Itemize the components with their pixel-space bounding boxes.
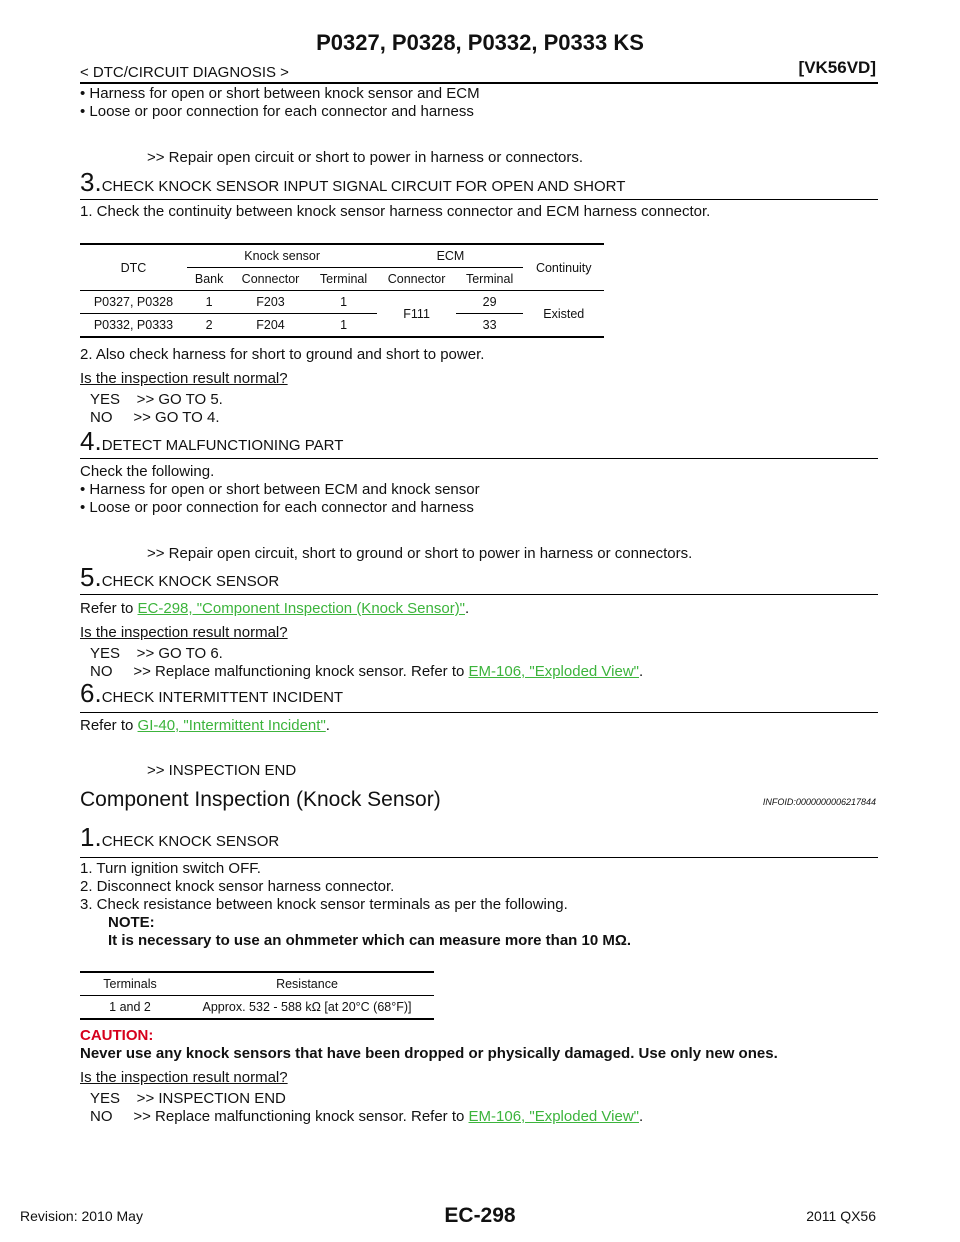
comp-step-1-rule [80,857,878,858]
cell-dtc: P0327, P0328 [93,295,174,309]
note-text: It is necessary to use an ohmmeter which… [108,932,632,949]
comp-question: Is the inspection result normal? [80,1069,288,1086]
th-dtc: DTC [120,260,147,275]
step-3-heading: 3.CHECK KNOCK SENSOR INPUT SIGNAL CIRCUI… [80,167,625,198]
step-6-rule [80,712,878,713]
comp-item-3: 3. Check resistance between knock sensor… [80,896,568,913]
cell-connector: F203 [256,295,285,309]
intro-bullet-2: • Loose or poor connection for each conn… [80,103,474,120]
cell-connector: F204 [256,318,285,332]
refer-prefix: Refer to [80,600,138,617]
th-terminal: Terminal [319,272,368,286]
th-ecm: ECM [377,244,524,268]
step-6-end: >> INSPECTION END [147,762,297,779]
cell-ecm-terminal: 29 [482,295,497,309]
footer-revision: Revision: 2010 May [20,1208,143,1224]
footer-model: 2011 QX56 [806,1208,876,1224]
step-5-no: NO >> Replace malfunctioning knock senso… [90,663,643,681]
page-title: P0327, P0328, P0332, P0333 KS [316,30,644,55]
step-4-title: DETECT MALFUNCTIONING PART [101,437,344,454]
th-ecm-connector: Connector [387,272,446,286]
header-rule [80,82,878,84]
th-knock-sensor: Knock sensor [186,244,378,268]
step-3-number: 3. [80,167,102,197]
step-5-refer: Refer to EC-298, "Component Inspection (… [80,600,469,618]
intro-bullet-1: • Harness for open or short between knoc… [80,85,480,102]
cell-continuity: Existed [543,306,585,321]
breadcrumb: < DTC/CIRCUIT DIAGNOSIS > [80,64,289,81]
caution-label: CAUTION: [80,1027,154,1044]
note-label: NOTE: [108,914,155,931]
step-3-yes: YES >> GO TO 5. [90,391,223,408]
step-5-title: CHECK KNOCK SENSOR [101,573,280,590]
step-4-number: 4. [80,426,102,456]
step-5-yes: YES >> GO TO 6. [90,645,223,662]
th-connector: Connector [241,272,300,286]
comp-item-1: 1. Turn ignition switch OFF. [80,860,261,877]
comp-yes: YES >> INSPECTION END [90,1090,286,1107]
comp-no: NO >> Replace malfunctioning knock senso… [90,1108,643,1126]
cell-resistance: Approx. 532 - 588 kΩ [at 20°C (68°F)] [202,1000,412,1014]
link-component-inspection[interactable]: EC-298, "Component Inspection (Knock Sen… [137,600,466,617]
th-terminals: Terminals [103,977,157,991]
th-bank: Bank [194,272,224,286]
table-row: P0327, P0328 1 F203 1 F111 29 Existed [80,291,604,321]
step-4-heading: 4.DETECT MALFUNCTIONING PART [80,426,343,457]
refer-prefix: Refer to [80,717,138,734]
resistance-table: Terminals Resistance 1 and 2 Approx. 532… [80,971,434,1020]
intro-repair: >> Repair open circuit or short to power… [147,149,584,166]
caution-text: Never use any knock sensors that have be… [80,1045,778,1062]
cell-ecm-connector: F111 [403,306,430,321]
step-3-item-1: 1. Check the continuity between knock se… [80,203,711,220]
step-6-number: 6. [80,678,102,708]
th-ecm-terminal: Terminal [465,272,514,286]
comp-step-1-heading: 1.CHECK KNOCK SENSOR [80,822,279,853]
cell-bank: 2 [205,318,213,332]
step-3-rule [80,199,878,200]
cell-terminals: 1 and 2 [109,1000,151,1014]
step-3-question: Is the inspection result normal? [80,370,288,387]
step-4-repair: >> Repair open circuit, short to ground … [147,545,693,562]
cell-bank: 1 [205,295,213,309]
step-5-question: Is the inspection result normal? [80,624,288,641]
step-4-bullet-1: • Harness for open or short between ECM … [80,481,480,498]
footer-page-number: EC-298 [444,1204,516,1227]
step-4-bullet-2: • Loose or poor connection for each conn… [80,499,474,516]
table-row: P0332, P0333 2 F204 1 33 [80,314,604,337]
step-6-title: CHECK INTERMITTENT INCIDENT [101,689,344,706]
refer-suffix: . [465,600,470,617]
step-4-lead: Check the following. [80,463,215,480]
cell-dtc: P0332, P0333 [93,318,174,332]
no-suffix: . [639,663,644,680]
info-id: INFOID:0000000006217844 [762,797,876,807]
step-5-heading: 5.CHECK KNOCK SENSOR [80,562,279,593]
comp-step-1-title: CHECK KNOCK SENSOR [101,833,280,850]
step-3-item-2: 2. Also check harness for short to groun… [80,346,485,363]
cell-ecm-terminal: 33 [482,318,497,332]
comp-item-2: 2. Disconnect knock sensor harness conne… [80,878,395,895]
step-3-title: CHECK KNOCK SENSOR INPUT SIGNAL CIRCUIT … [101,178,626,195]
no-prefix: NO >> Replace malfunctioning knock senso… [90,663,469,680]
step-3-no: NO >> GO TO 4. [90,409,220,426]
link-exploded-view-2[interactable]: EM-106, "Exploded View" [468,1108,639,1125]
model-code: [VK56VD] [798,58,876,77]
cell-terminal: 1 [340,318,348,332]
cell-terminal: 1 [340,295,348,309]
th-continuity: Continuity [535,260,592,275]
step-6-refer: Refer to GI-40, "Intermittent Incident". [80,717,330,735]
th-resistance: Resistance [276,977,338,991]
comp-step-1-number: 1. [80,822,102,852]
no-prefix: NO >> Replace malfunctioning knock senso… [90,1108,469,1125]
link-exploded-view[interactable]: EM-106, "Exploded View" [468,663,639,680]
refer-suffix: . [325,717,330,734]
link-intermittent-incident[interactable]: GI-40, "Intermittent Incident" [137,717,326,734]
section-title: Component Inspection (Knock Sensor) [80,788,441,811]
step-6-heading: 6.CHECK INTERMITTENT INCIDENT [80,678,343,709]
table-row: 1 and 2 Approx. 532 - 588 kΩ [at 20°C (6… [80,996,434,1019]
step-4-rule [80,458,878,459]
step-5-number: 5. [80,562,102,592]
step-5-rule [80,594,878,595]
no-suffix: . [639,1108,644,1125]
continuity-table: DTC Knock sensor ECM Continuity Bank Con… [80,243,604,338]
